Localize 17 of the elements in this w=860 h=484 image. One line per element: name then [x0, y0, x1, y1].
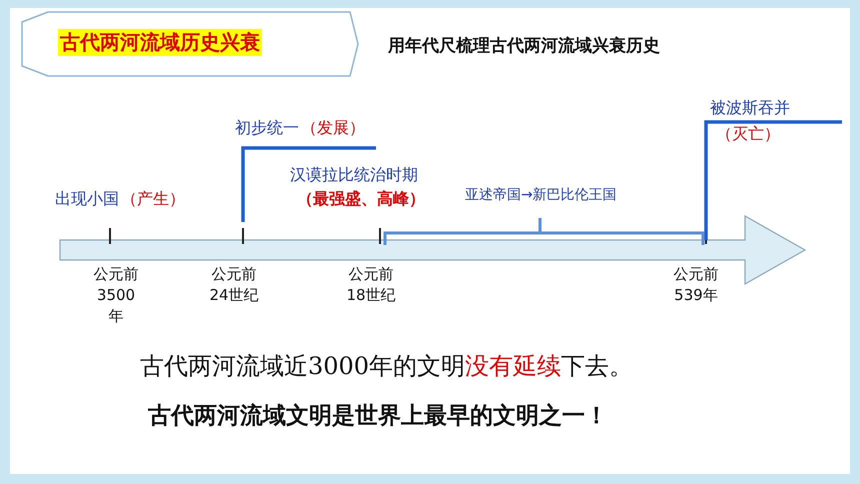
title: 古代两河流域历史兴衰	[58, 29, 262, 56]
conclusion-text: 古代两河流域文明是世界上最早的文明之一！	[148, 402, 608, 431]
stage-note: （灭亡）	[716, 124, 780, 145]
stage-note: （最强盛、高峰）	[297, 189, 425, 210]
period-label: 亚述帝国→新巴比伦王国	[465, 186, 617, 204]
date-label: 公元前 24世纪	[208, 264, 260, 306]
stage-note: （产生）	[121, 189, 185, 210]
date-label: 公元前 18世纪	[345, 264, 397, 306]
subtitle: 用年代尺梳理古代两河流域兴衰历史	[388, 35, 660, 57]
stage-label: 汉谟拉比统治时期	[290, 165, 418, 186]
date-label: 公元前 539年	[672, 264, 720, 306]
stage-label: 出现小国	[55, 189, 119, 210]
stage-label: 被波斯吞并	[710, 98, 790, 119]
stage-label: 初步统一	[235, 118, 299, 139]
summary-sentence: 古代两河流域近3000年的文明没有延续下去。	[140, 351, 634, 382]
date-label: 公元前 3500年	[92, 264, 140, 327]
stage-note: （发展）	[301, 118, 365, 139]
